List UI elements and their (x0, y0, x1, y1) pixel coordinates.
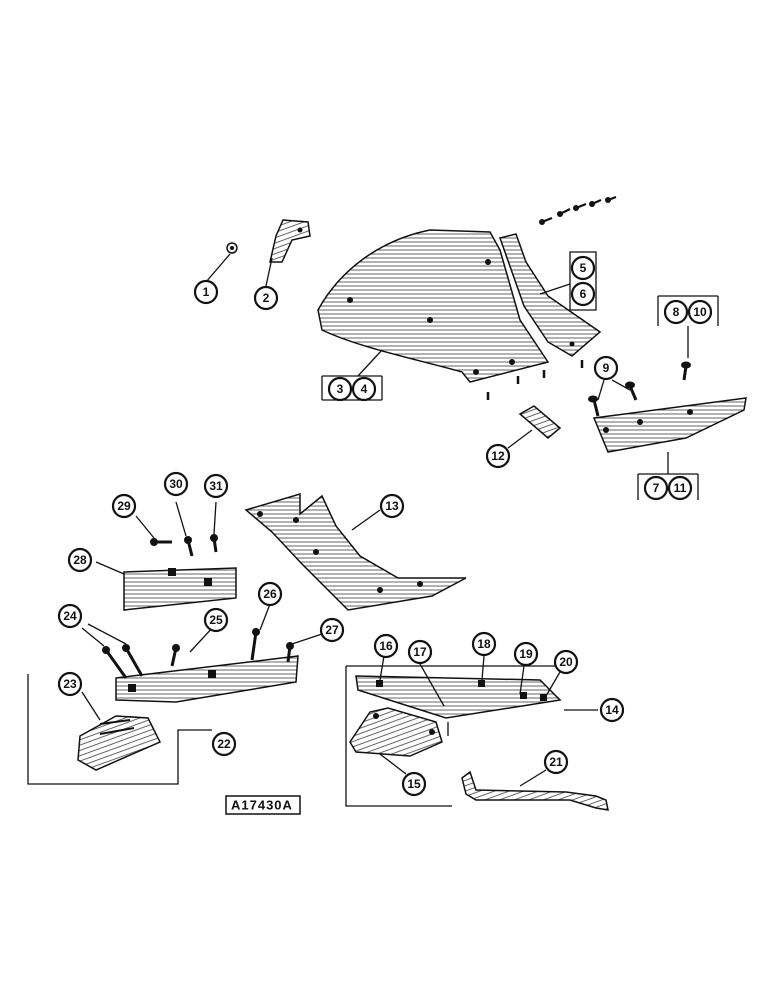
callout-11: 11 (667, 475, 693, 501)
svg-text:7: 7 (653, 481, 660, 495)
svg-text:A17430A: A17430A (231, 798, 293, 813)
svg-text:12: 12 (491, 449, 505, 463)
frog-part (244, 492, 467, 611)
callout-17: 17 (407, 639, 433, 665)
callout-1: 1 (193, 279, 219, 305)
shin-part (499, 233, 602, 357)
bar-part (461, 770, 609, 811)
callout-12: 12 (485, 443, 511, 469)
svg-text:1: 1 (203, 285, 210, 299)
svg-text:5: 5 (580, 261, 587, 275)
svg-text:25: 25 (209, 613, 223, 627)
callout-9: 9 (593, 355, 619, 381)
callout-14: 14 (599, 697, 625, 723)
callout-5: 5 (570, 255, 596, 281)
svg-text:31: 31 (209, 479, 223, 493)
svg-text:20: 20 (559, 655, 573, 669)
rear-plate-part (123, 567, 237, 611)
callout-13: 13 (379, 493, 405, 519)
screws-bottom (486, 360, 584, 400)
svg-text:18: 18 (477, 637, 491, 651)
svg-text:26: 26 (263, 587, 277, 601)
callout-24: 24 (57, 603, 83, 629)
bracket-22 (27, 674, 212, 785)
spacer-part (518, 405, 562, 439)
bolts-top (539, 195, 617, 225)
svg-text:15: 15 (407, 777, 421, 791)
svg-text:2: 2 (263, 291, 270, 305)
callout-31: 31 (203, 473, 229, 499)
svg-text:4: 4 (361, 382, 368, 396)
callout-3: 3 (327, 376, 353, 402)
svg-text:28: 28 (73, 553, 87, 567)
svg-text:22: 22 (217, 737, 231, 751)
moldboard-part (317, 229, 550, 383)
svg-text:17: 17 (413, 645, 427, 659)
plate-bolts (150, 534, 218, 557)
callout-15: 15 (401, 771, 427, 797)
svg-text:29: 29 (117, 499, 131, 513)
bracket-5-6 (569, 251, 597, 311)
rivet-part (226, 242, 238, 254)
callout-27: 27 (319, 617, 345, 643)
svg-text:19: 19 (519, 647, 533, 661)
svg-text:16: 16 (379, 639, 393, 653)
landside-bolts (102, 628, 294, 679)
frog-block-part (349, 707, 443, 757)
landside-part (115, 655, 299, 703)
callout-26: 26 (257, 581, 283, 607)
callout-22: 22 (211, 731, 237, 757)
callout-19: 19 (513, 641, 539, 667)
callout-30: 30 (163, 471, 189, 497)
callout-18: 18 (471, 631, 497, 657)
bracket-8-10 (657, 295, 719, 326)
heel-part (77, 715, 162, 771)
callout-23: 23 (57, 671, 83, 697)
share-part (592, 397, 747, 453)
callout-6: 6 (570, 281, 596, 307)
svg-text:13: 13 (385, 499, 399, 513)
callout-21: 21 (543, 749, 569, 775)
figure-id-label: A17430A (225, 795, 301, 815)
svg-text:14: 14 (605, 703, 619, 717)
svg-text:9: 9 (603, 361, 610, 375)
svg-text:21: 21 (549, 755, 563, 769)
callout-20: 20 (553, 649, 579, 675)
callout-2: 2 (253, 285, 279, 311)
svg-text:24: 24 (63, 609, 77, 623)
svg-text:8: 8 (673, 305, 680, 319)
callout-8: 8 (663, 299, 689, 325)
svg-text:11: 11 (674, 481, 687, 495)
leader-lines (81, 253, 689, 787)
brace-part (355, 675, 562, 719)
svg-text:30: 30 (169, 477, 183, 491)
bracket-part (269, 219, 311, 263)
callout-4: 4 (351, 376, 377, 402)
svg-text:27: 27 (325, 623, 339, 637)
callout-29: 29 (111, 493, 137, 519)
svg-text:23: 23 (63, 677, 77, 691)
callout-25: 25 (203, 607, 229, 633)
svg-text:10: 10 (693, 305, 707, 319)
bracket-14 (345, 665, 598, 807)
svg-text:6: 6 (580, 287, 587, 301)
share-bolts (588, 361, 691, 417)
callout-10: 10 (687, 299, 713, 325)
callout-16: 16 (373, 633, 399, 659)
bracket-3-4 (321, 375, 383, 401)
callout-28: 28 (67, 547, 93, 573)
svg-text:3: 3 (337, 382, 344, 396)
callout-7: 7 (643, 475, 669, 501)
